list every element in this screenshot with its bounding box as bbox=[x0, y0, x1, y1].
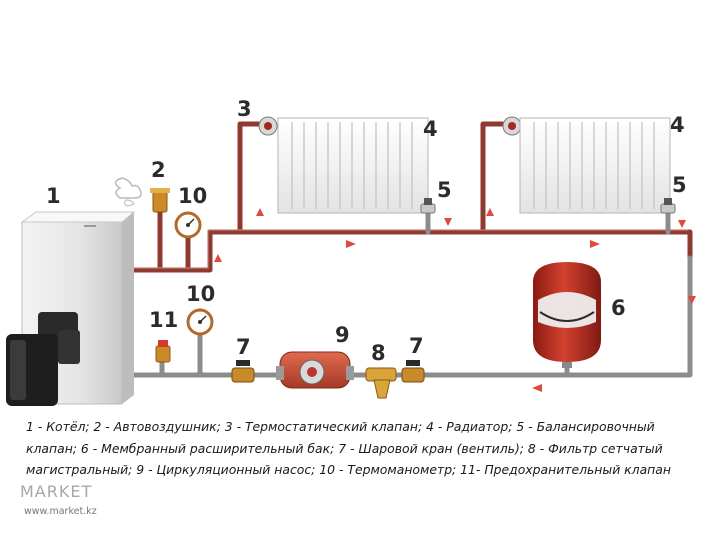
callout-10-thermomanometer-bottom: 10 bbox=[186, 282, 216, 306]
supply-pipe bbox=[123, 121, 693, 273]
callout-5-balancing-valve-left: 5 bbox=[437, 178, 452, 202]
thermostatic-valve-left bbox=[258, 116, 278, 136]
ball-valve-left bbox=[231, 360, 255, 383]
radiator-right bbox=[519, 117, 671, 214]
callout-5-balancing-valve-right: 5 bbox=[672, 173, 687, 197]
callout-2-air-vent: 2 bbox=[151, 158, 166, 182]
air-vent bbox=[114, 177, 170, 213]
boiler bbox=[6, 211, 136, 406]
callout-7-ball-valve-left: 7 bbox=[236, 335, 251, 359]
callout-6-expansion-tank: 6 bbox=[611, 296, 626, 320]
callout-8-filter: 8 bbox=[371, 341, 386, 365]
watermark-logo-text: MARKET bbox=[20, 482, 93, 501]
radiator-left bbox=[277, 117, 429, 214]
callout-9-pump: 9 bbox=[335, 323, 350, 347]
watermark-url: www.market.kz bbox=[24, 506, 97, 517]
callout-4-radiator-left: 4 bbox=[423, 117, 438, 141]
callout-7-ball-valve-right: 7 bbox=[409, 334, 424, 358]
expansion-tank bbox=[533, 262, 601, 368]
flow-arrows bbox=[214, 208, 696, 392]
callout-4-radiator-right: 4 bbox=[670, 113, 685, 137]
circulation-pump bbox=[276, 351, 354, 389]
ball-valve-right bbox=[401, 360, 425, 383]
strainer-filter bbox=[365, 367, 397, 399]
watermark-logo: MARKET www.market.kz bbox=[20, 482, 140, 522]
thermomanometer-bottom bbox=[186, 308, 214, 336]
legend-caption: 1 - Котёл; 2 - Автовоздушник; 3 - Термос… bbox=[26, 419, 671, 477]
callout-3-thermostatic-valve: 3 bbox=[237, 97, 252, 121]
safety-valve bbox=[155, 340, 171, 363]
callout-10-thermomanometer-top: 10 bbox=[178, 184, 208, 208]
balancing-valve-left bbox=[420, 198, 436, 214]
callout-1-boiler: 1 bbox=[46, 184, 61, 208]
callout-11-safety-valve: 11 bbox=[149, 308, 179, 332]
balancing-valve-right bbox=[660, 198, 676, 214]
thermostatic-valve-right bbox=[502, 116, 522, 136]
thermomanometer-top bbox=[174, 211, 202, 239]
